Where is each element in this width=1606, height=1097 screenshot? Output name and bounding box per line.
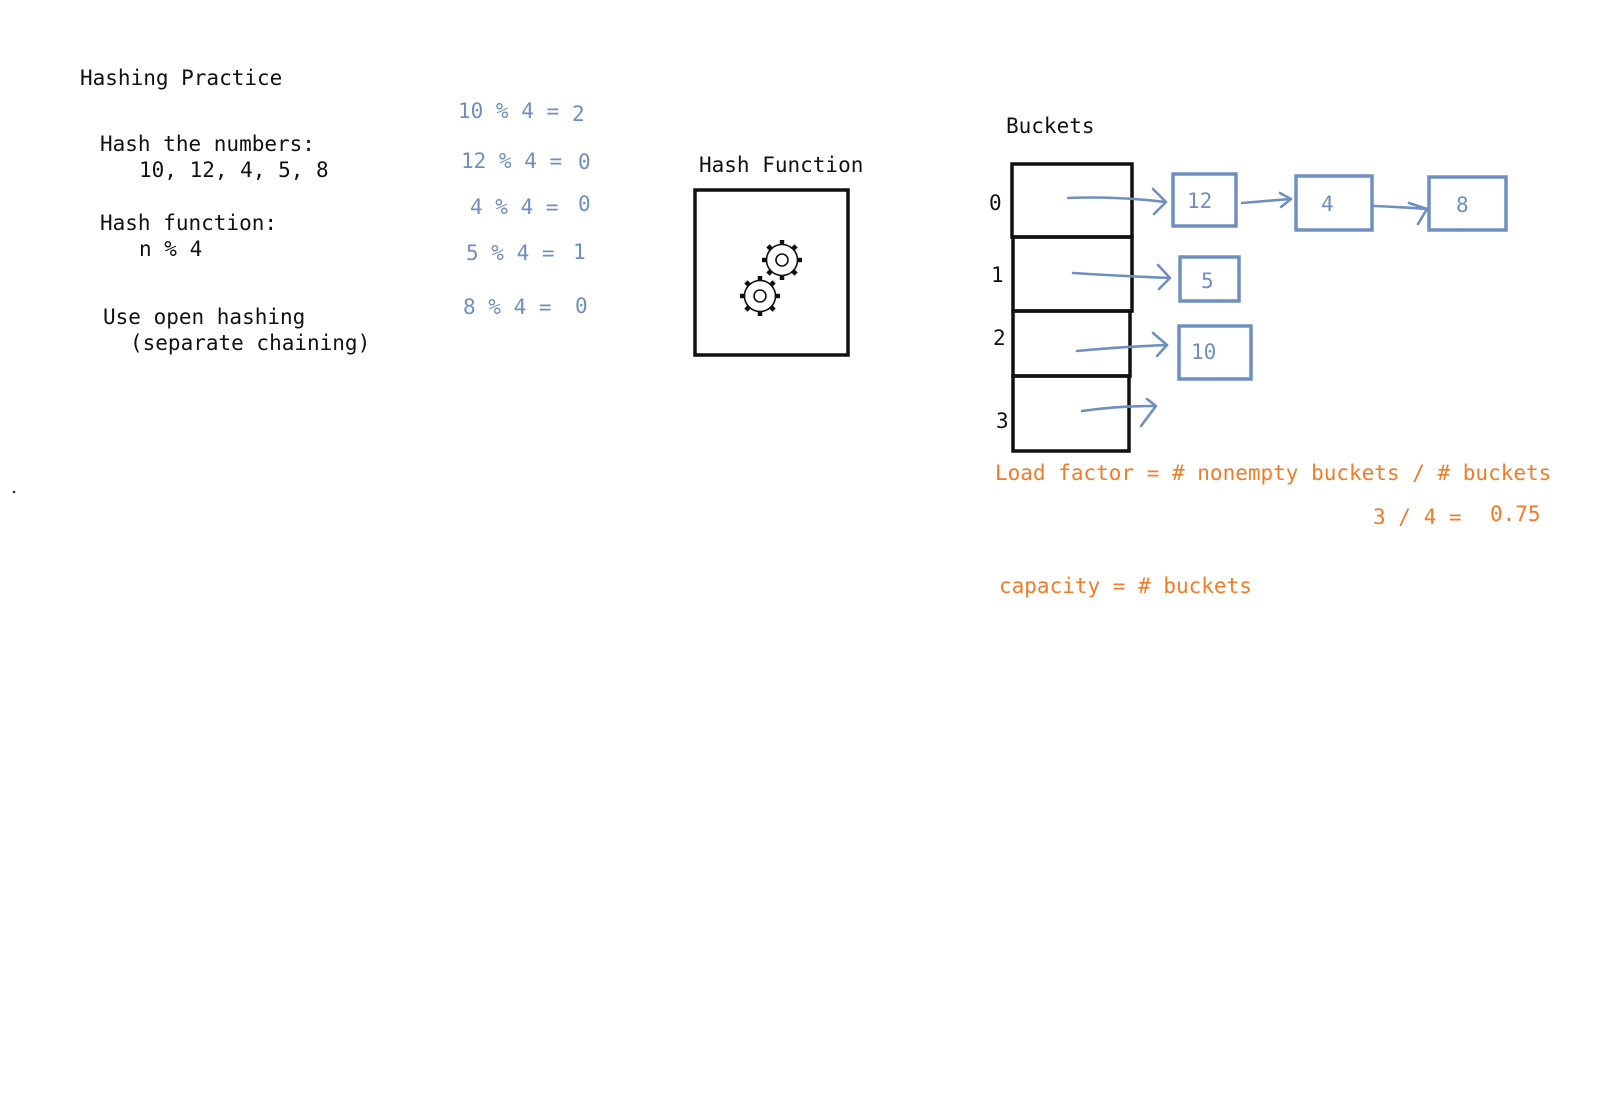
arrow [1075,343,1169,353]
computation-result: 0 [578,192,591,216]
bucket-index: 2 [993,326,1006,350]
load-factor-calc: 3 / 4 = [1373,505,1462,529]
computation-expr: 8 % 4 = [463,295,552,319]
bucket-array [1010,162,1134,453]
chain-node [1427,175,1508,232]
chain-arrows [1066,187,1429,428]
hash-function-box [693,188,850,357]
stray-mark [12,490,16,494]
bucket-index: 1 [991,263,1004,287]
chain-node-label: 10 [1191,340,1217,364]
load-factor-formula: Load factor = # nonempty buckets / # buc… [995,461,1552,485]
load-factor-value: 0.75 [1490,502,1541,526]
computation-expr: 10 % 4 = [458,99,560,123]
arrow-head [1407,201,1429,226]
computation-result: 2 [572,102,585,126]
computation-expr: 12 % 4 = [461,149,563,173]
arrow [1080,404,1157,413]
numbers-list: 10, 12, 4, 5, 8 [139,158,329,182]
hash-prompt: Hash the numbers: [100,132,315,156]
hash-function-label: Hash Function [699,153,864,177]
chain-node [1294,174,1374,232]
arrow-head [1278,191,1293,209]
arrow-head [1151,331,1169,358]
arrow [1240,197,1292,205]
method-line-2: (separate chaining) [130,331,371,355]
computation-expr: 5 % 4 = [466,241,555,265]
arrow [1066,196,1167,204]
chain-nodes [1171,172,1508,381]
chain-node-label: 5 [1201,269,1214,293]
arrow-head [1156,263,1172,291]
function-formula: n % 4 [139,237,203,261]
bucket-cell [1010,162,1134,239]
chain-node [1178,255,1241,303]
computation-result: 1 [573,240,586,264]
arrow-head [1151,187,1168,216]
bucket-index: 0 [989,191,1002,215]
arrow [1071,271,1172,280]
buckets-label: Buckets [1006,114,1095,138]
computation-result: 0 [575,294,588,318]
gears-icon [740,240,802,316]
chain-node [1171,172,1238,228]
computation-expr: 4 % 4 = [470,195,559,219]
chain-node [1177,324,1253,381]
capacity-formula: capacity = # buckets [999,574,1252,598]
computation-result: 0 [578,150,591,174]
bucket-index: 3 [996,409,1009,433]
method-line-1: Use open hashing [103,305,306,329]
bucket-cell [1011,309,1132,378]
page-title: Hashing Practice [80,66,283,90]
arrow-head [1139,397,1158,428]
chain-node-label: 12 [1187,189,1213,213]
function-prompt: Hash function: [100,211,278,235]
chain-node-label: 8 [1456,193,1469,217]
bucket-cell [1011,374,1131,453]
chain-node-label: 4 [1321,192,1334,216]
